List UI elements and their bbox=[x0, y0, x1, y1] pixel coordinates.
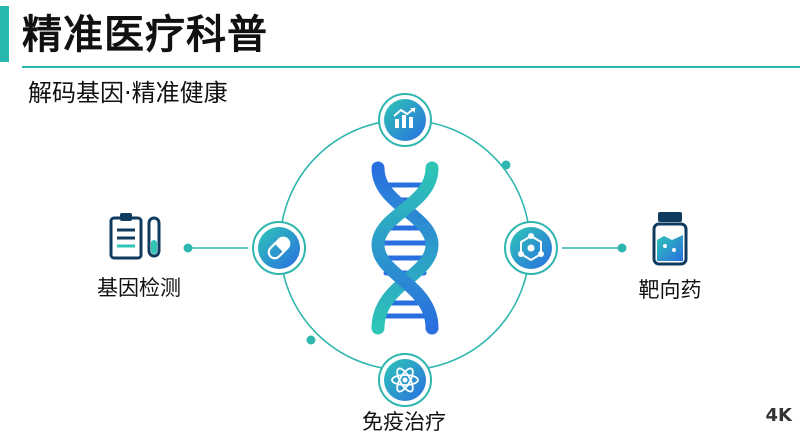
left-connector-dot bbox=[183, 243, 193, 253]
clipboard-test-tube-icon bbox=[109, 213, 161, 260]
left-item-label: 基因检测 bbox=[97, 276, 181, 300]
pill-icon bbox=[252, 221, 306, 275]
title-divider bbox=[22, 66, 800, 68]
dna-helix-icon bbox=[371, 161, 439, 335]
orbit-dot bbox=[306, 335, 316, 345]
medicine-bottle-icon bbox=[652, 212, 688, 266]
atom-icon bbox=[378, 353, 432, 407]
page-subtitle: 解码基因·精准健康 bbox=[28, 79, 228, 107]
page-title: 精准医疗科普 bbox=[22, 12, 268, 58]
molecule-icon bbox=[504, 221, 558, 275]
orbit-dot bbox=[501, 160, 511, 170]
watermark: 4K bbox=[765, 405, 792, 426]
chart-icon bbox=[378, 93, 432, 147]
bottom-item-label: 免疫治疗 bbox=[362, 410, 446, 434]
right-connector-dot bbox=[617, 243, 627, 253]
title-accent-bar bbox=[0, 6, 9, 62]
right-item-label: 靶向药 bbox=[638, 278, 702, 302]
precision-medicine-diagram bbox=[109, 93, 688, 407]
